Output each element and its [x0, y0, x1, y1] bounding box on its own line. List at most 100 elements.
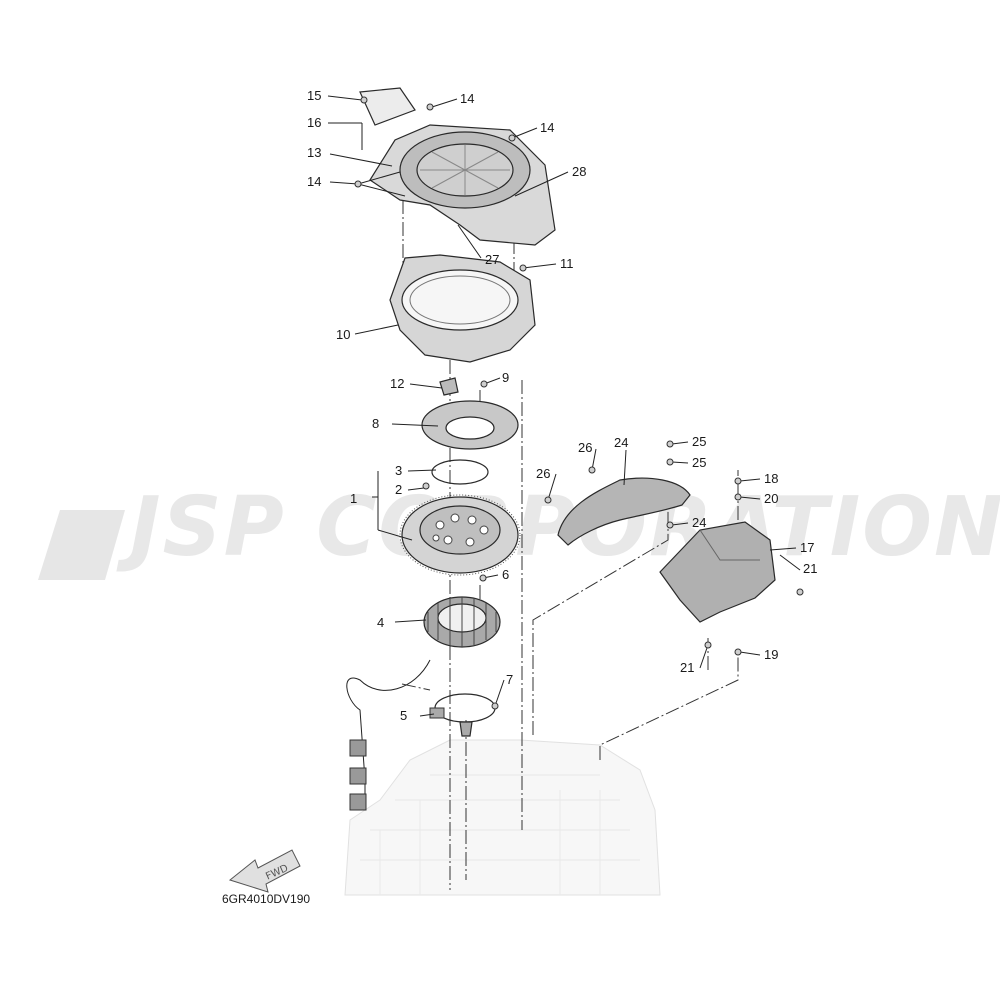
fan-housing	[389, 254, 536, 363]
leader-line	[739, 496, 761, 500]
callout-12: 12	[390, 376, 404, 391]
callout-23: 25	[692, 434, 706, 449]
flywheel-rotor	[399, 494, 521, 576]
callout-4: 4	[377, 615, 384, 630]
callout-3: 3	[395, 463, 402, 478]
fwd-arrow: FWD	[228, 849, 301, 893]
callout-13: 13	[307, 145, 321, 160]
watermark-text: JSP CORPORATION	[116, 480, 1000, 575]
leader-line	[779, 554, 801, 571]
callout-15: 16	[307, 115, 321, 130]
cover-17	[659, 521, 776, 623]
leader-line	[591, 448, 597, 471]
callout-26-a: 26	[578, 440, 592, 455]
callout-22: 24	[614, 435, 628, 450]
callout-14-c: 14	[540, 120, 554, 135]
fastener-marker	[544, 496, 552, 504]
leader-line	[377, 529, 413, 541]
callout-18: 18	[764, 471, 778, 486]
leader-line	[407, 487, 425, 491]
fastener-marker	[480, 380, 488, 388]
leader-line	[547, 473, 557, 501]
fastener-marker	[479, 574, 487, 582]
leader-lines	[327, 95, 804, 717]
plate-ring	[421, 400, 519, 450]
callout-27: 27	[485, 252, 499, 267]
callout-7: 7	[506, 672, 513, 687]
callout-14-a: 14	[307, 174, 321, 189]
callout-28: 28	[572, 164, 586, 179]
fastener-marker	[360, 96, 368, 104]
fastener-marker	[734, 477, 742, 485]
reference-code: 6GR4010DV190	[222, 892, 310, 906]
callout-19: 19	[764, 647, 778, 662]
leader-line	[494, 679, 505, 707]
engine-block	[344, 739, 661, 896]
callout-8: 8	[372, 416, 379, 431]
thin-ring	[431, 459, 489, 485]
watermark: JSP CORPORATION	[38, 480, 1000, 580]
leader-line	[407, 469, 437, 472]
fastener-marker	[491, 702, 499, 710]
leader-line	[457, 224, 482, 259]
leader-line	[391, 423, 439, 427]
shield-22	[557, 477, 691, 546]
callout-21-b: 21	[680, 660, 694, 675]
part-12-nut	[439, 377, 459, 396]
fastener-marker	[519, 264, 527, 272]
fastener-marker	[426, 103, 434, 111]
callout-16: 15	[307, 88, 321, 103]
leader-line	[329, 181, 359, 185]
leader-line	[329, 153, 393, 167]
leader-line	[394, 619, 427, 623]
callout-2: 2	[395, 482, 402, 497]
fastener-marker	[734, 648, 742, 656]
watermark-logo-mark	[38, 510, 125, 580]
leader-line	[623, 449, 627, 486]
callout-26-b: 26	[536, 466, 550, 481]
callout-6: 6	[502, 567, 509, 582]
callout-14-b: 14	[460, 91, 474, 106]
leader-line	[327, 95, 363, 101]
leader-line	[357, 171, 401, 185]
leader-line	[354, 324, 399, 335]
callout-10: 10	[336, 327, 350, 342]
leader-line	[739, 651, 761, 656]
leader-line	[671, 461, 689, 464]
fastener-marker	[508, 134, 516, 142]
fastener-marker	[588, 466, 596, 474]
callout-11: 11	[560, 256, 574, 271]
top-cover	[359, 87, 556, 246]
callout-25: 25	[692, 455, 706, 470]
fastener-marker	[354, 180, 362, 188]
leader-line	[419, 713, 435, 717]
callout-21-a: 21	[803, 561, 817, 576]
leader-line	[739, 478, 761, 482]
leader-line	[671, 441, 689, 445]
fastener-marker	[704, 641, 712, 649]
fastener-marker	[796, 588, 804, 596]
fastener-marker	[734, 493, 742, 501]
fastener-marker	[666, 440, 674, 448]
fastener-marker	[666, 458, 674, 466]
leader-line	[409, 383, 443, 389]
pulser-bracket	[429, 693, 496, 737]
leader-line	[699, 644, 709, 669]
leader-line	[671, 522, 689, 526]
leader-line	[522, 263, 557, 269]
callout-24: 24	[692, 515, 706, 530]
callout-labels: 15 16 13 14 14 14 28 27 11 10 12 9 8 3 2…	[307, 88, 817, 723]
leader-line	[357, 183, 406, 197]
fastener-marker	[666, 521, 674, 529]
callout-17: 17	[800, 540, 814, 555]
callout-1: 1	[350, 491, 357, 506]
callout-9: 9	[502, 370, 509, 385]
callout-5: 5	[400, 708, 407, 723]
leader-line	[514, 171, 569, 197]
callout-20: 20	[764, 491, 778, 506]
stator	[346, 596, 501, 811]
leader-line	[769, 547, 797, 551]
fastener-marker	[422, 482, 430, 490]
leader-line	[431, 98, 458, 108]
